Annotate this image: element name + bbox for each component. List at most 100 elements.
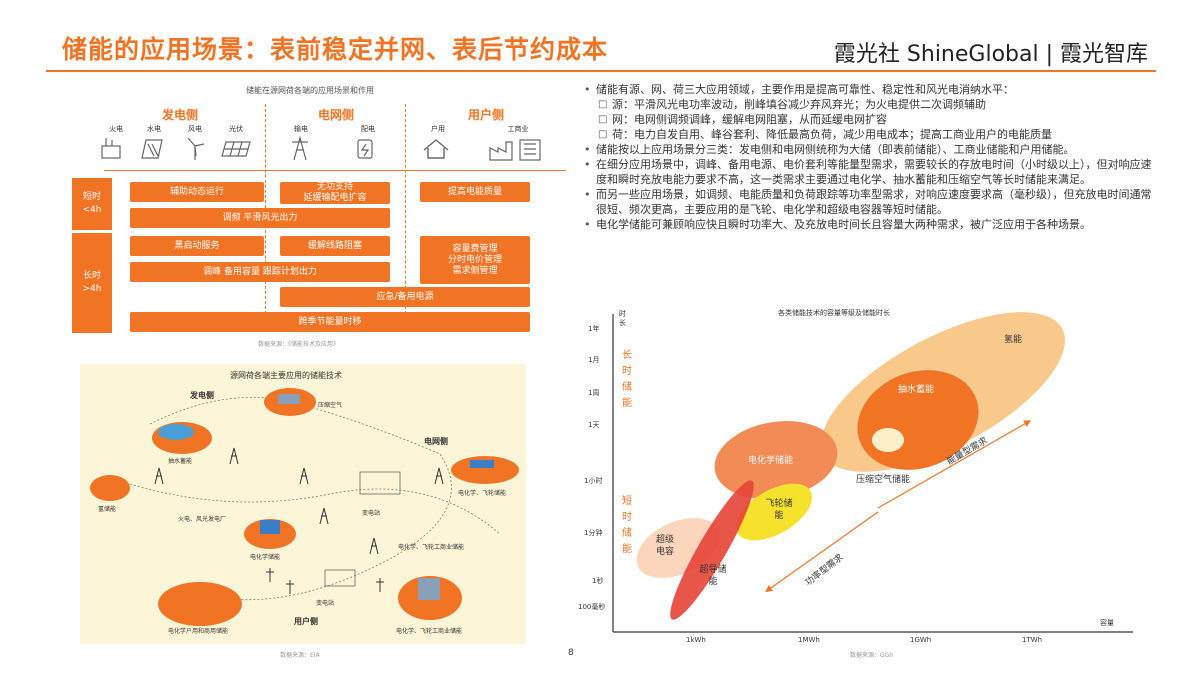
bar-frequency-regulation: 调频 平滑风光出力 <box>130 208 390 228</box>
x-tick: 1TWh <box>1022 636 1043 644</box>
icon-label: 光伏 <box>229 125 243 133</box>
bar-power-quality: 提高电能质量 <box>420 182 530 202</box>
icon-label: 输电 <box>294 125 308 133</box>
map-label: 压缩空气 <box>318 402 343 409</box>
page-title: 储能的应用场景：表前稳定并网、表后节约成本 <box>62 35 609 64</box>
bar-peak-shaving: 调峰 备用容量 跟踪计划出力 <box>130 262 390 282</box>
superconducting-area <box>670 480 754 620</box>
bullet-subitem: 源：平滑风光电功率波动，削峰填谷减少弃风弃光；为火电提供二次调频辅助 <box>584 97 1154 112</box>
divider-line <box>405 104 406 314</box>
hydro-plant-icon <box>141 139 163 159</box>
x-tick: 1kWh <box>686 636 706 644</box>
scenario-caption: 储能在源网荷各端的应用场景和作用 <box>246 86 374 95</box>
chart-label-hydrogen: 氢能 <box>1004 335 1023 345</box>
map-heading-generation: 发电侧 <box>190 391 214 400</box>
short-duration-label: 短时 <4h <box>72 178 112 230</box>
map-label: 变电站 <box>316 600 335 607</box>
long-duration-label: 长时 >4h <box>72 233 112 333</box>
y-tick: 1年 <box>588 325 600 333</box>
y-tick: 1天 <box>588 421 600 429</box>
chart-title: 各类储能技术的容量等级及储能时长 <box>778 309 890 317</box>
map-label: 火电、风光发电厂 <box>178 516 227 523</box>
map-label: 电化学户用和商用储能 <box>168 628 229 635</box>
category-grid: 电网侧 <box>317 108 354 122</box>
chart-label-compressed-air: 压缩空气储能 <box>856 475 911 485</box>
source-note: 数据来源：《储能技术及应用》 <box>258 341 340 348</box>
building-icon <box>519 139 541 161</box>
y-axis-label: 时长 <box>619 310 626 327</box>
substation-shape <box>359 471 401 495</box>
y-tick: 1小时 <box>584 477 603 485</box>
bar-seasonal-shift: 跨季节能量时移 <box>130 312 530 332</box>
map-label: 电化学、飞轮工商业储能 <box>396 628 463 635</box>
icon-label: 火电 <box>109 125 123 133</box>
bullet-item: 电化学储能可兼顾响应快且瞬时功率大、及充放电时间长且容量大两种需求，被广泛应用于… <box>584 217 1154 232</box>
short-duration-axis-label: 短时储能 <box>622 496 632 555</box>
chart-label-electrochemical: 电化学储能 <box>748 456 794 466</box>
category-user: 用户侧 <box>467 108 504 122</box>
page-number: 8 <box>568 648 574 658</box>
y-tick: 1秒 <box>592 577 604 585</box>
solar-panel-icon <box>221 141 251 157</box>
icon-label: 工商业 <box>507 125 529 133</box>
title-divider <box>46 70 1156 72</box>
map-label: 变电站 <box>362 510 381 517</box>
storage-tech-map: 源网荷各端主要应用的储能技术 发电侧 电网侧 用户侧 压缩空气 抽水蓄能 氢储能… <box>80 364 526 644</box>
flow-arrow-line <box>104 170 566 171</box>
house-icon <box>423 139 449 159</box>
category-generation: 发电侧 <box>161 108 198 122</box>
bar-line-congestion: 缓解线路阻塞 <box>280 236 390 256</box>
x-tick: 1GWh <box>910 636 932 644</box>
x-axis-label: 容量 <box>1100 619 1114 627</box>
source-note: 数据来源：GGII <box>850 652 893 659</box>
map-label: 氢储能 <box>98 506 117 513</box>
source-note: 数据来源：EIA <box>280 652 320 659</box>
chart-label-pumped-hydro: 抽水蓄能 <box>898 385 935 395</box>
residential-site <box>158 582 242 626</box>
map-label: 电化学、飞轮储能 <box>458 490 507 497</box>
energy-icons-row <box>101 135 541 161</box>
bullet-item: 在细分应用场景中，调峰、备用电源、电价套利等能量型需求，需要较长的存放电时间（小… <box>584 157 1154 187</box>
icon-label: 户用 <box>431 125 445 133</box>
bullet-subitem: 荷：电力自发自用、峰谷套利、降低最高负荷，减少用电成本；提高工商业用户的电能质量 <box>584 127 1154 142</box>
icon-label: 风电 <box>188 125 202 133</box>
hydrogen-site <box>90 475 130 501</box>
substation-shape <box>324 569 356 587</box>
distribution-icon <box>357 139 373 159</box>
icon-label: 配电 <box>361 125 375 133</box>
transmission-tower-icon <box>292 135 308 161</box>
map-heading-grid: 电网侧 <box>424 437 448 446</box>
bullet-item: 储能有源、网、荷三大应用领域，主要作用是提高可靠性、稳定性和风光电消纳水平： <box>584 82 1154 97</box>
map-caption: 源网荷各端主要应用的储能技术 <box>230 371 342 380</box>
energy-arrow <box>877 420 1032 509</box>
map-label: 电化学储能 <box>250 554 281 561</box>
bullet-subitem: 网：电网侧调频调峰，缓解电网阻塞，从而延缓电网扩容 <box>584 112 1154 127</box>
chart-svg <box>612 312 1133 633</box>
map-illustration <box>90 388 519 626</box>
bullet-item: 而另一些应用场景，如调频、电能质量和负荷跟踪等功率型需求，对响应速度要求高（毫秒… <box>584 187 1154 217</box>
power-arrow <box>765 511 879 593</box>
compressed-air-area <box>872 428 904 452</box>
map-heading-user: 用户侧 <box>294 617 318 626</box>
wind-turbine-icon <box>187 137 205 160</box>
brand-logo: 霞光社 ShineGlobal | 霞光智库 <box>833 42 1148 67</box>
bar-auxiliary-dynamic: 辅助动态运行 <box>130 182 264 202</box>
chart-label-flywheel: 飞轮储能 <box>765 499 793 521</box>
bar-demand-management: 容量费管理 分时电价管理 需求侧管理 <box>420 236 530 284</box>
bullet-list: 储能有源、网、荷三大应用领域，主要作用是提高可靠性、稳定性和风光电消纳水平： 源… <box>584 82 1154 232</box>
y-tick: 1周 <box>588 389 600 397</box>
map-label: 电化学、飞轮工商业储能 <box>398 544 465 551</box>
thermal-plant-icon <box>101 138 121 159</box>
flywheel-area <box>736 483 812 541</box>
bar-black-start: 黑启动服务 <box>130 236 264 256</box>
chart-label-supercap: 超级电容 <box>655 535 674 557</box>
long-duration-axis-label: 长时储能 <box>622 350 632 409</box>
bar-backup-power: 应急/备用电源 <box>280 287 530 307</box>
icon-label: 水电 <box>147 125 161 133</box>
y-tick: 1月 <box>588 356 600 364</box>
x-tick: 1MWh <box>798 636 820 644</box>
factory-icon <box>489 141 513 161</box>
storage-chart: 各类储能技术的容量等级及储能时长 时长 容量 1年 1月 1周 1天 1小时 1… <box>578 300 1148 660</box>
grid-flywheel-site <box>451 456 519 484</box>
chart-label-superconducting: 超导储能 <box>699 565 727 587</box>
